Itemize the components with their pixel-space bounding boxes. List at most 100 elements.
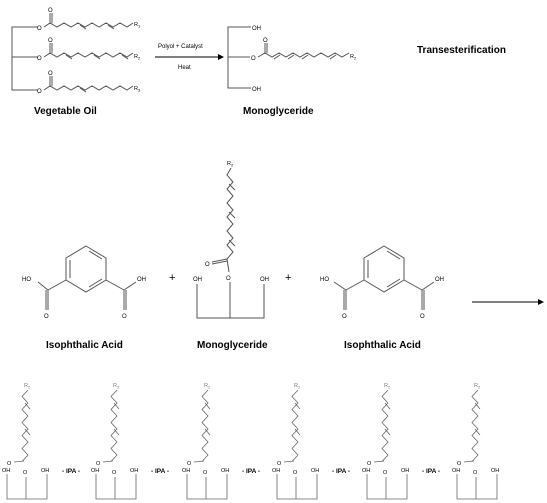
isophthalic-acid-right-label: Isophthalic Acid <box>344 340 421 351</box>
mono-oh-top: OH <box>252 26 261 32</box>
ipa-left-o-1: O <box>44 314 49 320</box>
polymer-double-bond <box>294 402 301 410</box>
polymer-carbonyl-bond <box>373 460 385 463</box>
oil-r1-label: R1 <box>134 22 141 29</box>
polymer-double-bond <box>474 402 481 410</box>
ipa-left-o-2: O <box>122 314 127 320</box>
oil-carbonyl-o-2: O <box>48 38 53 44</box>
monoglyceride-reactant-structure: R2 O O OH OH <box>193 161 269 319</box>
polymer-oh-right: OH <box>311 468 319 474</box>
polymer-ipa-linker: - IPA - <box>422 468 440 475</box>
polymer-r2-label: R2 <box>204 383 211 390</box>
polymer-carbonyl-bond <box>102 460 114 463</box>
ipa-left-oh: OH <box>137 277 146 283</box>
polymer-r2-label: R2 <box>113 383 120 390</box>
polymer-double-bond <box>24 428 31 436</box>
polymer-double-bond <box>384 428 391 436</box>
polymer-carbonyl-o: O <box>457 461 462 467</box>
polymer-oh-right: OH <box>221 468 229 474</box>
polymer-ipa-linker: - IPA - <box>242 468 260 475</box>
arrow-condition-top: Polyol + Catalyst <box>158 44 203 50</box>
polymer-ipa-linker: - IPA - <box>332 468 350 475</box>
monoglyceride-product-structure: OH OH O O R2 <box>227 26 357 93</box>
transesterification-arrow: Polyol + Catalyst Heat <box>155 44 224 71</box>
oil-carbonyl-o-1: O <box>48 8 53 14</box>
isophthalic-acid-left-label: Isophthalic Acid <box>46 340 123 351</box>
mono-carbonyl-o: O <box>263 38 268 44</box>
polymer-carbonyl-o: O <box>367 461 372 467</box>
mid-mono-oh-right: OH <box>260 277 269 283</box>
polymer-carbonyl-bond <box>193 460 205 463</box>
polymer-carbonyl-o: O <box>7 461 12 467</box>
polymer-r2-label: R2 <box>384 383 391 390</box>
polymer-ester-o: O <box>383 470 388 476</box>
polymer-glycerol-backbone <box>186 474 228 500</box>
polymer-oh-right: OH <box>401 468 409 474</box>
polymer-oh-left: OH <box>362 468 370 474</box>
oil-r2-label: R2 <box>134 54 141 61</box>
polymer-carbonyl-o: O <box>96 461 101 467</box>
polymer-r2-label: R2 <box>294 383 301 390</box>
polymer-oh-left: OH <box>2 468 10 474</box>
polymer-r2-label: R2 <box>24 383 31 390</box>
ipa-right-oh: OH <box>435 277 444 283</box>
oil-o-1: O <box>37 26 42 32</box>
polymer-glycerol-backbone <box>276 474 318 500</box>
polymer-glycerol-backbone <box>95 474 137 500</box>
polymer-double-bond <box>294 428 301 436</box>
polymerization-arrow <box>472 299 544 305</box>
plus-sign-2: + <box>285 272 291 284</box>
polymer-oh-left: OH <box>452 468 460 474</box>
isophthalic-acid-right-structure: HO O OH O <box>320 245 444 320</box>
mid-mono-carbonyl-o: O <box>205 262 210 268</box>
mono-ester-o: O <box>251 56 256 62</box>
mono-r2-label: R2 <box>350 54 357 61</box>
polymer-carbonyl-bond <box>283 460 295 463</box>
polymer-double-bond <box>113 402 120 410</box>
ipa-right-ho: HO <box>320 277 329 283</box>
polymer-fatty-chain <box>291 389 299 462</box>
arrow-condition-bottom: Heat <box>178 65 191 71</box>
polymer-oh-right: OH <box>41 468 49 474</box>
polymer-fatty-chain <box>21 389 29 462</box>
polymer-double-bond <box>384 402 391 410</box>
polymer-fatty-chain <box>201 389 209 462</box>
polymer-double-bond <box>24 402 31 410</box>
polymer-fatty-chain <box>110 389 118 462</box>
oil-carbonyl-o-3: O <box>48 71 53 77</box>
polymer-ester-o: O <box>293 470 298 476</box>
polymer-oh-left: OH <box>182 468 190 474</box>
polymer-carbonyl-bond <box>13 460 25 463</box>
polymer-double-bond <box>474 428 481 436</box>
mid-mono-ester-o: O <box>226 276 231 282</box>
polymer-oh-right: OH <box>130 468 138 474</box>
oil-r3-label: R3 <box>134 86 141 93</box>
polymer-double-bond <box>113 428 120 436</box>
ipa-left-ho: HO <box>22 277 31 283</box>
polymer-r2-label: R2 <box>474 383 481 390</box>
mid-mono-oh-left: OH <box>193 277 202 283</box>
polymer-ester-o: O <box>473 470 478 476</box>
monoglyceride-middle-label: Monoglyceride <box>197 340 268 351</box>
polymer-double-bond <box>204 402 211 410</box>
mid-mono-r2: R2 <box>227 161 234 168</box>
polymer-carbonyl-o: O <box>187 461 192 467</box>
vegetable-oil-label: Vegetable Oil <box>34 106 97 117</box>
polymer-ester-o: O <box>23 470 28 476</box>
polymer-glycerol-backbone <box>456 474 498 500</box>
vegetable-oil-structure: O O R1 O O R2 O O R3 <box>11 8 141 95</box>
polymer-ipa-linker: - IPA - <box>62 468 80 475</box>
polymer-ipa-linker: - IPA - <box>151 468 169 475</box>
polymer-double-bond <box>204 428 211 436</box>
mono-oh-bottom: OH <box>252 87 261 93</box>
polymer-oh-left: OH <box>91 468 99 474</box>
monoglyceride-top-label: Monoglyceride <box>243 106 314 117</box>
transesterification-label: Transesterification <box>417 45 506 56</box>
polymer-glycerol-backbone <box>6 474 48 500</box>
oil-o-2: O <box>37 56 42 62</box>
polymer-carbonyl-o: O <box>277 461 282 467</box>
ipa-right-o-2: O <box>420 314 425 320</box>
polymer-ester-o: O <box>112 470 117 476</box>
